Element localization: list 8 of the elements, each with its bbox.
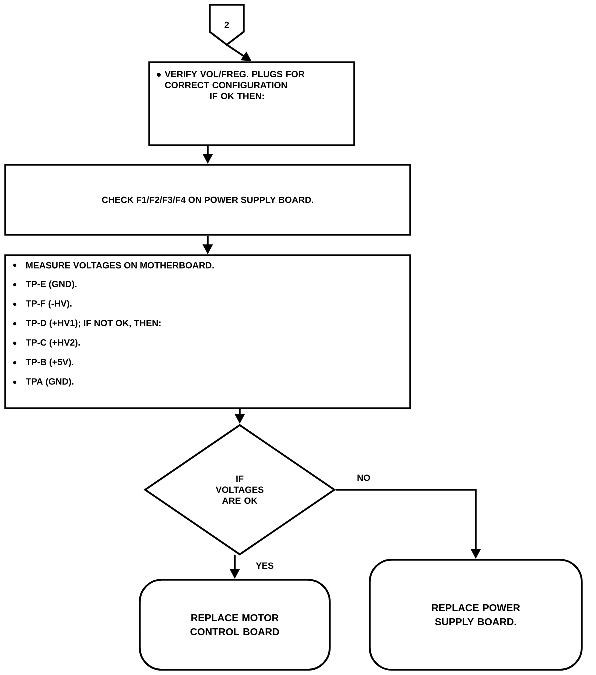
process-box: VERIFY VOL/FREG. PLUGS FOR CORRECT CONFIGURATION IF OK THEN:: [148, 62, 356, 146]
process-box: MEASURE VOLTAGES ON MOTHERBOARD. TP-E (GND). TP-F (-HV). TP-D (+HV1); IF NOT OK, THEN: TP-C (+HV2). TP-B (+5V). TPA (GND).: [4, 254, 412, 410]
edge-label: NO: [356, 474, 372, 482]
terminal-box: REPLACE MOTOR CONTROL BOARD: [139, 579, 331, 671]
terminal-box: REPLACE POWER SUPPLY BOARD.: [369, 559, 583, 671]
edge-label: YES: [255, 562, 275, 570]
process-box: CHECK F1/F2/F3/F4 ON POWER SUPPLY BOARD.: [4, 164, 412, 236]
offpage-connector: 2: [209, 4, 245, 46]
